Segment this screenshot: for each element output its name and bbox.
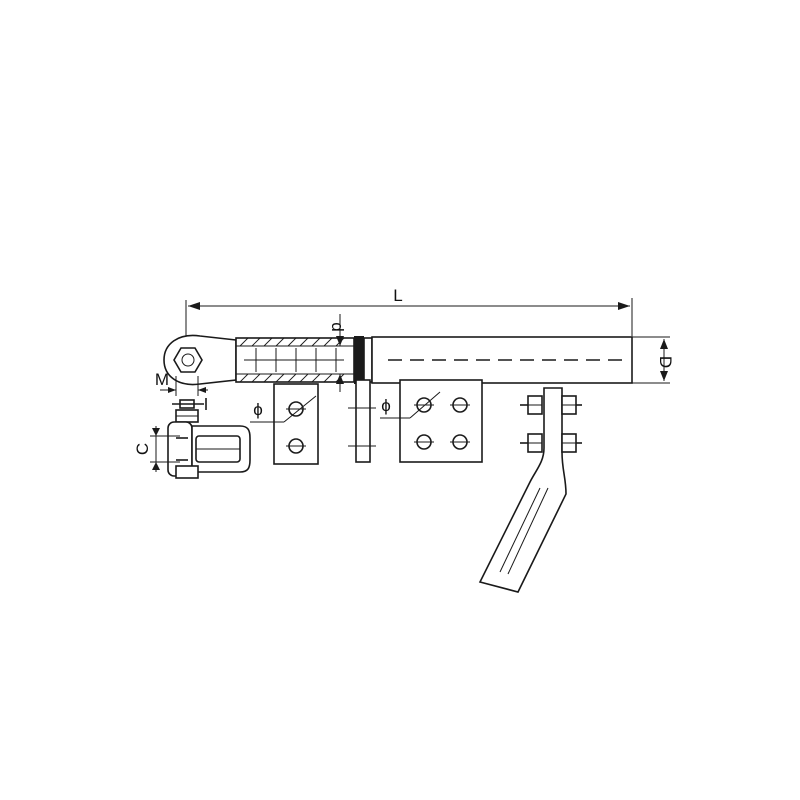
label-l: L [393,286,402,305]
hex-nut-icon [173,347,203,373]
label-d-inner: d [328,322,347,331]
label-phi-left: ϕ [253,400,263,419]
dimension-d-inner: d [328,314,347,392]
four-hole-terminal-plate: ϕ [380,379,483,463]
main-clamp-assembly [163,334,633,386]
dimension-m: M [155,370,208,396]
internal-wedges [244,348,344,372]
dimension-l: L [185,286,633,338]
hex-bolt-icon [520,433,582,453]
label-m: M [155,370,169,389]
dimension-c: C [133,426,180,472]
clevis-detail [167,398,251,479]
jumper-plate [478,387,567,593]
two-hole-terminal-plate: ϕ [250,383,319,465]
label-phi-right: ϕ [381,396,391,415]
flange-ring [354,336,364,384]
hex-bolt-icon [520,395,582,415]
label-c: C [133,443,152,455]
jumper-terminal [478,387,582,593]
dimension-d: D [632,336,675,384]
plate-side-view [348,379,376,463]
label-d-outer: D [656,356,675,368]
